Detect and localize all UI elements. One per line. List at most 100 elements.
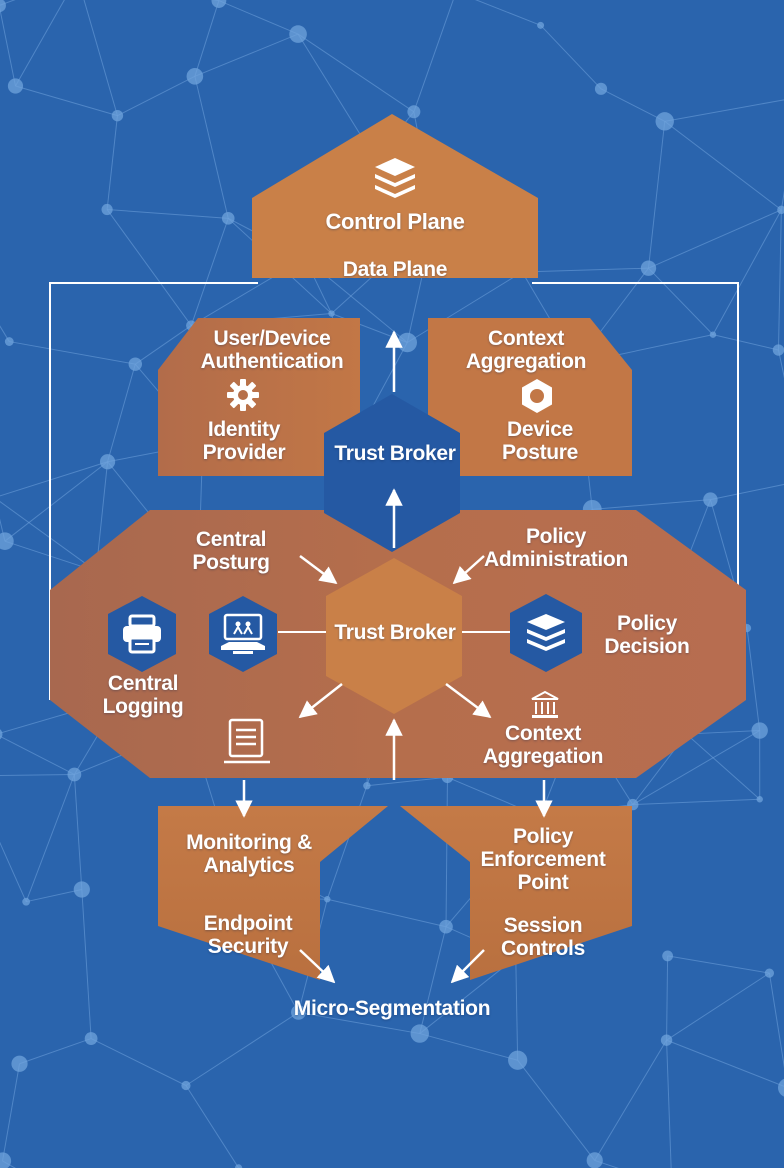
layers-icon bbox=[375, 158, 415, 198]
network-node bbox=[594, 82, 608, 95]
context-aggregation-core-label: Context Aggregation bbox=[482, 722, 604, 768]
document-icon bbox=[224, 718, 270, 764]
network-link bbox=[4, 461, 108, 542]
network-link bbox=[475, 0, 541, 26]
network-node bbox=[751, 722, 768, 739]
user-device-authentication-label: User/Device Authentication bbox=[200, 327, 344, 373]
network-node bbox=[234, 1164, 243, 1168]
network-node bbox=[363, 782, 371, 790]
network-node bbox=[211, 0, 227, 8]
network-link bbox=[664, 99, 784, 122]
network-link bbox=[540, 24, 602, 90]
network-node bbox=[84, 1032, 98, 1045]
network-node bbox=[655, 112, 674, 131]
network-node bbox=[0, 0, 6, 13]
network-node bbox=[291, 1004, 306, 1020]
network-link bbox=[107, 209, 229, 219]
network-link bbox=[106, 115, 118, 210]
network-node bbox=[328, 310, 335, 317]
arrow-posture-to-broker bbox=[299, 555, 338, 585]
network-link bbox=[327, 898, 447, 928]
endpoint-security-label: Endpoint Security bbox=[203, 912, 293, 958]
network-link bbox=[0, 0, 16, 6]
network-node bbox=[186, 68, 204, 85]
network-node bbox=[73, 881, 90, 898]
network-link bbox=[190, 218, 229, 326]
network-node bbox=[439, 919, 453, 934]
arrow-admin-to-broker bbox=[452, 555, 485, 585]
network-link bbox=[413, 0, 454, 112]
network-link bbox=[712, 334, 779, 351]
network-link bbox=[83, 0, 118, 116]
network-link bbox=[407, 271, 523, 343]
network-link bbox=[0, 325, 10, 342]
central-logging-label: Central Logging bbox=[102, 672, 184, 718]
network-node bbox=[289, 25, 307, 43]
network-node bbox=[221, 212, 235, 225]
network-link bbox=[0, 7, 16, 87]
control-plane-label: Control Plane bbox=[325, 209, 465, 234]
network-node bbox=[640, 260, 657, 276]
network-node bbox=[0, 729, 3, 740]
frame-line-right bbox=[532, 282, 739, 700]
frame-line-left bbox=[49, 282, 258, 700]
network-link bbox=[522, 267, 649, 273]
network-link bbox=[746, 628, 761, 731]
network-link bbox=[648, 267, 714, 335]
network-node bbox=[99, 454, 116, 470]
network-link bbox=[686, 733, 761, 800]
trust-broker-upper-label: Trust Broker bbox=[334, 442, 456, 465]
monitor-network-icon bbox=[221, 613, 265, 654]
network-link bbox=[117, 75, 196, 117]
network-link bbox=[0, 773, 75, 777]
printer-icon bbox=[123, 614, 161, 654]
arrow-to-segmentation-right bbox=[450, 949, 485, 984]
network-node bbox=[772, 344, 784, 356]
network-link bbox=[298, 1011, 420, 1035]
arrow-broker-to-logging bbox=[298, 683, 343, 719]
network-link bbox=[445, 777, 448, 927]
network-link bbox=[664, 120, 782, 211]
network-link bbox=[0, 461, 108, 497]
network-link bbox=[2, 1063, 21, 1162]
layers-icon bbox=[527, 614, 565, 651]
network-node bbox=[407, 105, 421, 119]
network-link bbox=[600, 88, 665, 122]
network-link bbox=[666, 1040, 672, 1168]
network-node bbox=[0, 532, 14, 550]
network-link bbox=[25, 774, 75, 902]
network-node bbox=[756, 796, 763, 803]
network-link bbox=[218, 0, 299, 35]
data-plane-label: Data Plane bbox=[342, 258, 448, 281]
network-link bbox=[632, 730, 760, 806]
network-link bbox=[0, 735, 75, 775]
network-link bbox=[777, 349, 784, 379]
bank-icon bbox=[531, 690, 559, 718]
network-node bbox=[11, 1055, 28, 1072]
network-link bbox=[667, 955, 770, 974]
network-link bbox=[90, 1038, 187, 1086]
policy-administration-label: Policy Administration bbox=[484, 525, 628, 571]
network-link bbox=[107, 364, 136, 462]
hex-nut-icon bbox=[522, 379, 552, 413]
arrow-broker-to-context bbox=[445, 683, 492, 719]
network-link bbox=[194, 76, 229, 219]
bottom-right-block bbox=[400, 806, 632, 980]
network-link bbox=[0, 841, 27, 902]
network-node bbox=[508, 1050, 528, 1070]
network-link bbox=[515, 957, 519, 1061]
micro-segmentation-label: Micro-Segmentation bbox=[293, 997, 491, 1020]
policy-decision-label: Policy Decision bbox=[604, 612, 690, 658]
decision-hex bbox=[510, 594, 582, 672]
network-node bbox=[703, 492, 718, 507]
network-node bbox=[777, 1078, 784, 1097]
network-link bbox=[366, 776, 448, 787]
network-link bbox=[592, 499, 711, 510]
network-node bbox=[111, 109, 124, 122]
network-link bbox=[419, 926, 447, 1034]
network-node bbox=[660, 1034, 673, 1046]
arrow-to-segmentation-left bbox=[299, 949, 336, 984]
network-link bbox=[15, 85, 118, 117]
device-posture-label: Device Posture bbox=[501, 418, 579, 464]
